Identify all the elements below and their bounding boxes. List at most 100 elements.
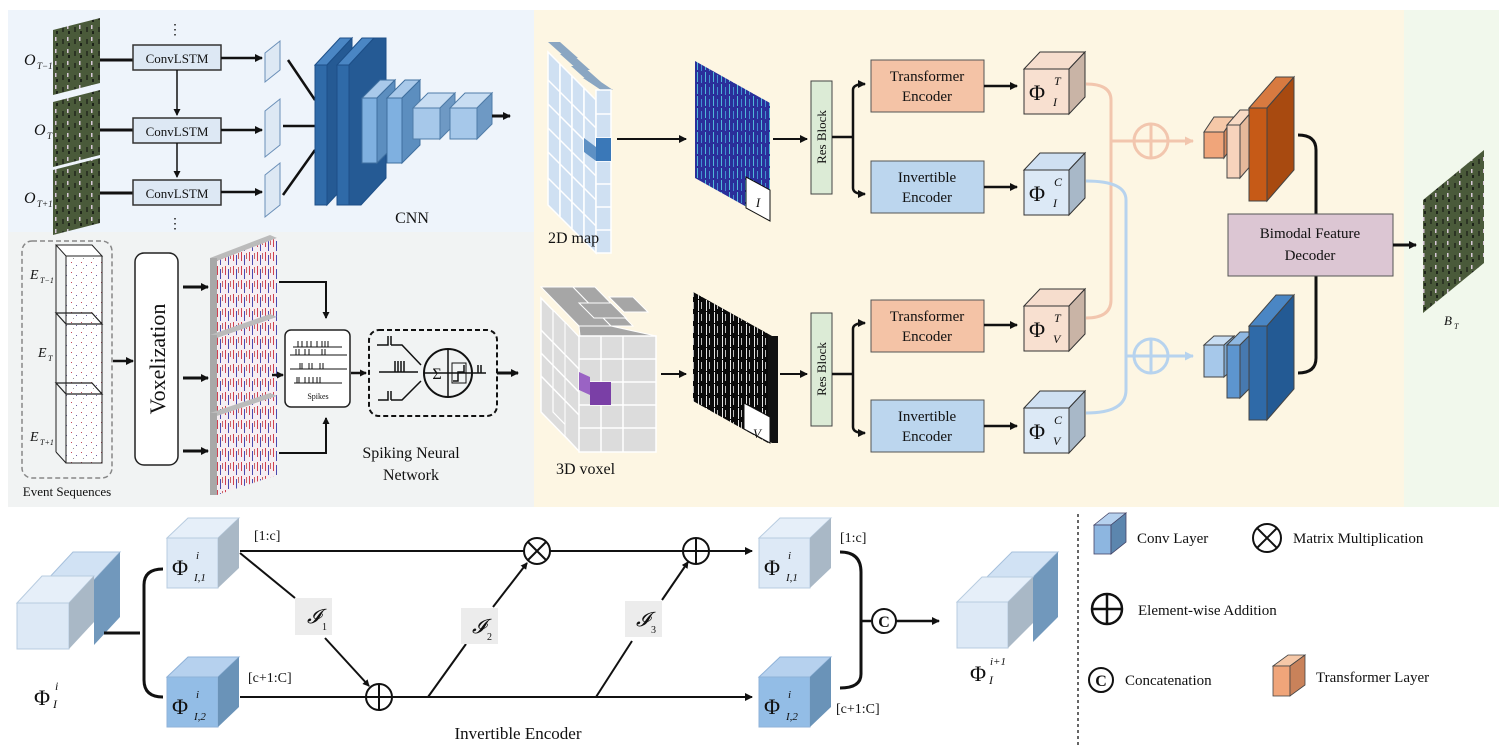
event-slices [210, 235, 277, 495]
event-sub: T+1 [40, 438, 54, 447]
svg-text:⋮: ⋮ [168, 217, 182, 232]
feature-cube-t-i: Φ T I [1022, 50, 1087, 116]
feature-base: Φ [1029, 181, 1045, 206]
conv-decoder-layers [1202, 293, 1296, 422]
concat-symbol: C [878, 614, 890, 631]
addition-op-top [682, 537, 710, 565]
voxel-tag: V [753, 426, 763, 441]
frame-t-minus-1: O T−1 [24, 18, 100, 95]
op-i3 [625, 601, 662, 637]
out-split-cube-2: Φ i I,2 [757, 656, 833, 728]
frame-sub: T [47, 131, 53, 141]
output-label: B [1444, 313, 1452, 328]
cnn-branch: O T−1 O T O T+1 ⋮ ⋮ ConvLSTM ConvLSTM Co… [24, 18, 511, 235]
legend-label: Concatenation [1125, 673, 1212, 689]
event-sub: T [48, 354, 53, 363]
addition-icon-blue [1132, 337, 1170, 375]
legend-label: Element-wise Addition [1138, 603, 1277, 619]
invertible-encoder-title: Invertible Encoder [455, 724, 582, 743]
convlstm-label: ConvLSTM [146, 51, 209, 66]
split-cube-2: Φ i I,2 [165, 656, 241, 728]
input-sub: I [52, 697, 58, 711]
feature-sub: I [1052, 95, 1058, 109]
transformer-encoder-2 [870, 299, 985, 353]
snn-branch: E T−1 E T E T+1 Event Sequences Voxeliza… [21, 235, 519, 499]
legend-label: Matrix Multiplication [1293, 531, 1424, 547]
multiply-op [523, 537, 551, 565]
encoder-section: 2D map I Res Block Transformer Encoder I… [539, 42, 1484, 478]
frame-label: O [24, 190, 36, 207]
frame-t: O T [34, 90, 100, 167]
split1-base: Φ [764, 555, 780, 580]
split2-sup: i [788, 689, 791, 701]
range-2-label: [c+1:C] [248, 671, 292, 686]
input-sup: i [55, 679, 58, 693]
op-sub: 1 [322, 622, 327, 633]
feature-sup: T [1054, 311, 1062, 325]
split1-base: Φ [172, 555, 188, 580]
output-feature-cube [955, 551, 1060, 649]
output-sub: T [1454, 322, 1459, 331]
split1-sup: i [196, 550, 199, 562]
concatenation-icon: C [1088, 667, 1114, 693]
transformer-decoder-layers [1203, 75, 1296, 203]
output-base: Φ [970, 661, 986, 686]
feature-sup: T [1054, 74, 1062, 88]
transformer-label-line2: Encoder [902, 89, 952, 105]
event-label: E [29, 268, 39, 283]
concat-symbol: C [1095, 673, 1107, 690]
voxelization-label: Voxelization [145, 304, 170, 415]
snn-label-line2: Network [383, 467, 439, 484]
decoder-label-line2: Decoder [1285, 248, 1336, 264]
feature-cube-t-v: Φ T V [1022, 287, 1087, 353]
map-label: 2D map [548, 230, 599, 247]
split-cube-1: Φ i I,1 [165, 517, 241, 589]
feature-cube-c-v: Φ C V [1022, 389, 1087, 455]
frame-label: O [24, 52, 36, 69]
range-1-label: [1:c] [254, 529, 280, 544]
output-sup: i+1 [990, 656, 1006, 668]
res-block-2 [810, 312, 833, 427]
spikes-label: Spikes [307, 392, 328, 401]
frame-label: O [34, 122, 46, 139]
cnn-label: CNN [395, 210, 429, 227]
snn-label-line1: Spiking Neural [362, 445, 460, 462]
split2-sub: I,2 [193, 711, 206, 723]
voxel-feature-map: V [693, 292, 778, 444]
feature-sup: C [1054, 413, 1063, 427]
input-base: Φ [34, 685, 50, 710]
input-feature-cube [15, 551, 122, 650]
event-label: E [29, 430, 39, 445]
event-label: E [37, 346, 47, 361]
event-cube [54, 244, 104, 464]
legend-label: Conv Layer [1137, 531, 1208, 547]
range-1-label: [1:c] [840, 531, 866, 546]
addition-op-bottom [365, 683, 393, 711]
split2-sub: I,2 [785, 711, 798, 723]
feature-sub: I [1052, 196, 1058, 210]
output-sub: I [988, 673, 994, 687]
frame-t-plus-1: O T+1 [24, 158, 100, 235]
op-i1 [295, 598, 332, 635]
voxelization-box [134, 252, 179, 466]
transformer-label-line2: Encoder [902, 329, 952, 345]
concat-op: C [871, 608, 897, 634]
feature-sub: V [1053, 434, 1062, 448]
legend-item-concatenation: C Concatenation [1088, 667, 1212, 693]
invertible-label-line2: Encoder [902, 190, 952, 206]
invertible-encoder-detail: Φ i I Φ i I,1 Φ i I,2 [1:c] [c+1:C] [15, 517, 1060, 743]
res-block-label: Res Block [814, 342, 829, 396]
cnn-layers [313, 36, 494, 207]
split2-base: Φ [764, 694, 780, 719]
split2-base: Φ [172, 694, 188, 719]
feature-sup: C [1054, 175, 1063, 189]
op-sub: 2 [487, 632, 492, 643]
legend-label: Transformer Layer [1316, 670, 1429, 686]
transformer-label-line1: Transformer [890, 69, 964, 85]
frame-sub: T+1 [37, 199, 53, 209]
res-block-label: Res Block [814, 110, 829, 164]
conv-layer-icon [1092, 512, 1128, 555]
output-frame [1423, 150, 1484, 313]
event-sequences-group [21, 240, 113, 479]
convlstm-label: ConvLSTM [146, 186, 209, 201]
